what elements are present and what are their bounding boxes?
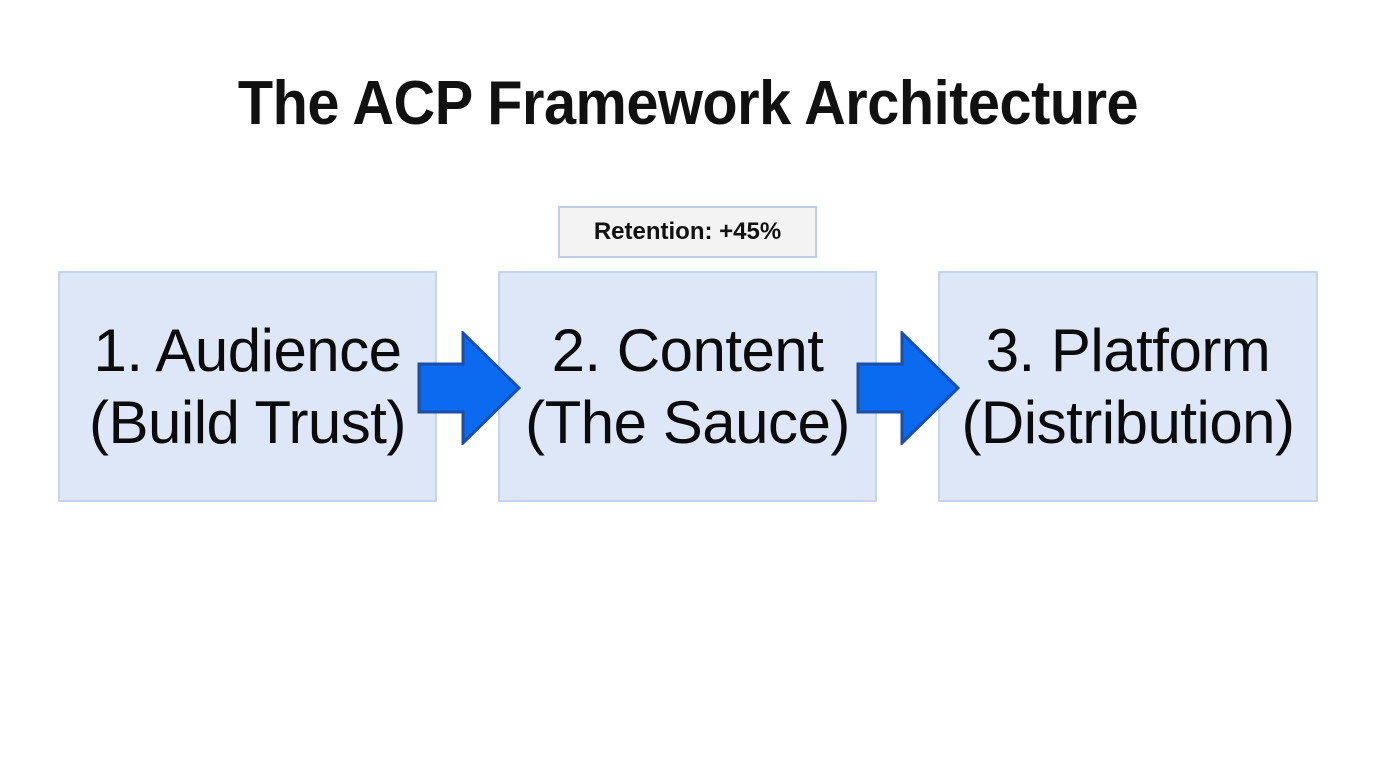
flow-step-content[interactable]: 2. Content (The Sauce) xyxy=(498,271,877,502)
flow-step-platform-subtitle: (Distribution) xyxy=(961,388,1295,456)
arrow-right-icon xyxy=(856,331,960,445)
flow-step-platform[interactable]: 3. Platform (Distribution) xyxy=(938,271,1318,502)
flow-step-content-title: 2. Content xyxy=(551,316,824,384)
flow-step-platform-title: 3. Platform xyxy=(985,316,1271,384)
flow-step-audience[interactable]: 1. Audience (Build Trust) xyxy=(58,271,437,502)
retention-badge-label: Retention: +45% xyxy=(593,218,782,245)
flow-step-content-subtitle: (The Sauce) xyxy=(525,388,850,456)
retention-badge: Retention: +45% xyxy=(558,206,817,258)
flow-step-audience-subtitle: (Build Trust) xyxy=(89,388,406,456)
flow-step-audience-title: 1. Audience xyxy=(93,316,402,384)
page-title: The ACP Framework Architecture xyxy=(237,69,1139,138)
arrow-right-icon xyxy=(417,331,521,445)
